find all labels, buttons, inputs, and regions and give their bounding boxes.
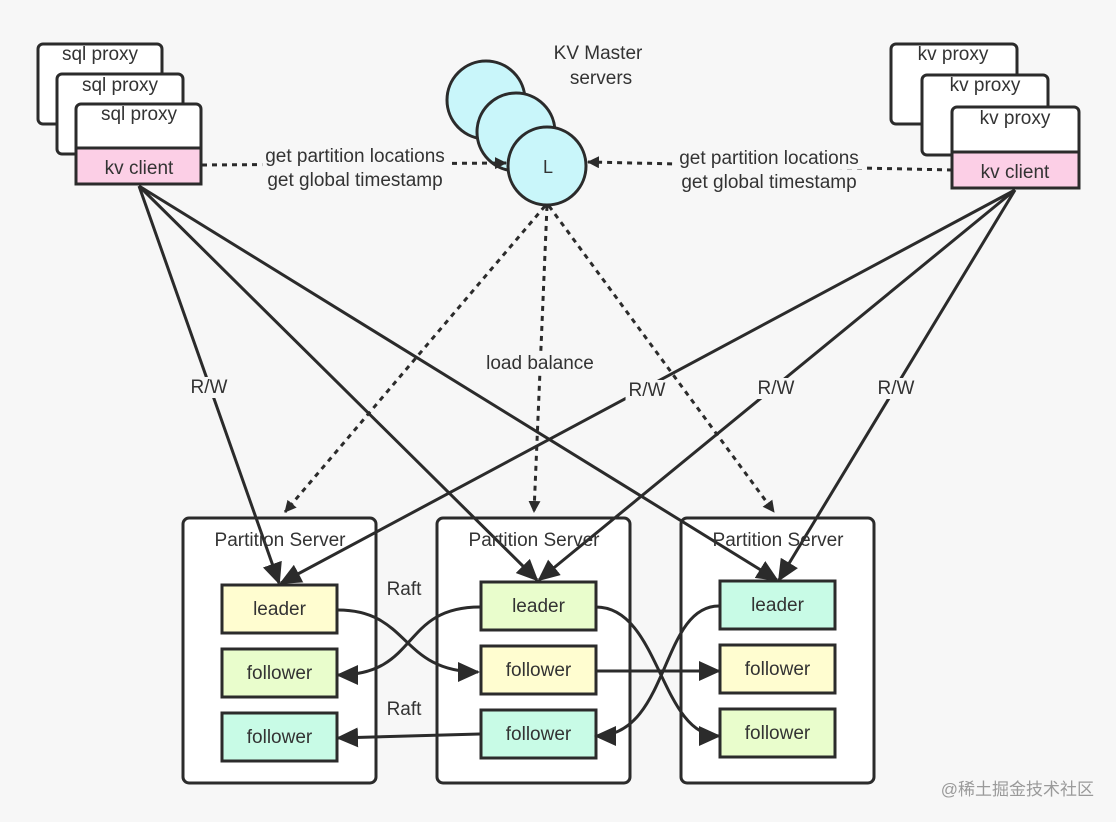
left-kv-client-label: kv client bbox=[104, 158, 174, 179]
raft-ps2-follower-to-ps1-follower bbox=[336, 727, 481, 748]
replica-follower-box bbox=[220, 647, 339, 699]
rw-label-3: R/W bbox=[754, 378, 798, 399]
replica-follower-box bbox=[220, 711, 339, 763]
kv-proxy-label-1: kv proxy bbox=[917, 44, 989, 65]
replica-leader-label: leader bbox=[512, 596, 565, 617]
rw-label-2: R/W bbox=[625, 380, 669, 401]
replica-follower-box bbox=[718, 643, 837, 695]
rw-left-to-ps3 bbox=[138, 184, 779, 582]
replica-follower-label: follower bbox=[744, 659, 811, 680]
partition-server-2-title: Partition Server bbox=[468, 530, 600, 551]
raft-label-2: Raft bbox=[386, 699, 422, 720]
sql-proxy-label-2: sql proxy bbox=[81, 75, 159, 96]
replica-follower-label: follower bbox=[505, 660, 572, 681]
sql-proxy-label-3: sql proxy bbox=[100, 104, 178, 125]
master-leader bbox=[506, 125, 588, 207]
watermark: @稀土掘金技术社区 bbox=[940, 780, 1094, 799]
master-leader-label: L bbox=[542, 157, 554, 177]
sql-proxy-label-1: sql proxy bbox=[61, 44, 139, 65]
replica-follower-box bbox=[479, 708, 598, 760]
partition-server-1-title: Partition Server bbox=[214, 530, 346, 551]
left-meta-label-line1: get partition locations bbox=[262, 146, 448, 167]
raft-ps3-leader-to-ps2-follower bbox=[594, 604, 720, 746]
replica-follower-box bbox=[479, 644, 598, 696]
kv-proxy-label-2: kv proxy bbox=[949, 75, 1021, 96]
replica-leader-label: leader bbox=[253, 599, 306, 620]
partition-server-3-title: Partition Server bbox=[712, 530, 844, 551]
replica-follower-label: follower bbox=[246, 727, 313, 748]
replica-follower-label: follower bbox=[505, 724, 572, 745]
replica-follower-label: follower bbox=[246, 663, 313, 684]
left-meta-label-line2: get global timestamp bbox=[267, 170, 443, 191]
left-proxy-stack bbox=[36, 42, 203, 186]
replica-boxes bbox=[220, 579, 837, 763]
rw-label-4: R/W bbox=[874, 378, 918, 399]
right-kv-client-box bbox=[950, 150, 1081, 190]
load-balance-edge-1 bbox=[283, 205, 547, 513]
kv-proxy-label-3: kv proxy bbox=[979, 108, 1051, 129]
right-kv-client-label: kv client bbox=[980, 162, 1050, 183]
master-title-line1: KV Master bbox=[553, 43, 643, 64]
rw-label-1: R/W bbox=[187, 377, 231, 398]
master-title-line2: servers bbox=[569, 68, 633, 89]
left-kv-client-box bbox=[74, 146, 203, 186]
raft-label-1: Raft bbox=[386, 579, 422, 600]
load-balance-label: load balance bbox=[483, 353, 597, 374]
replica-leader-box bbox=[220, 583, 339, 635]
kv-master-servers bbox=[445, 59, 588, 207]
right-proxy-stack bbox=[889, 42, 1081, 190]
raft-ps2-leader-to-ps3-follower bbox=[595, 605, 721, 746]
raft-ps1-leader-to-ps2-follower bbox=[337, 608, 480, 682]
raft-edges bbox=[336, 604, 721, 748]
replica-leader-box bbox=[479, 580, 598, 632]
load-balance-edge-3 bbox=[547, 205, 776, 513]
replica-follower-label: follower bbox=[744, 723, 811, 744]
raft-ps2-leader-to-ps1-follower bbox=[336, 605, 481, 685]
rw-left-to-ps2 bbox=[137, 184, 539, 582]
right-meta-label-line2: get global timestamp bbox=[681, 172, 857, 193]
right-meta-label-line1: get partition locations bbox=[676, 148, 862, 169]
metadata-edges bbox=[201, 156, 953, 513]
replica-leader-label: leader bbox=[751, 595, 804, 616]
